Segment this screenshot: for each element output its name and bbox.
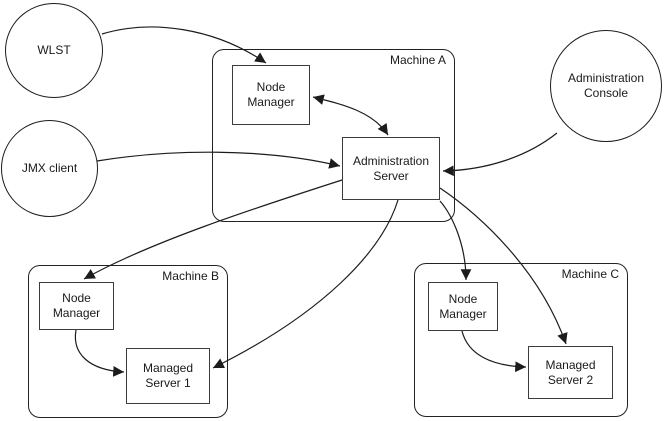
- machine-b-label: Machine B: [162, 269, 219, 283]
- managed-server-2-label: Managed Server 2: [545, 357, 596, 387]
- jmx-client-shape: JMX client: [1, 120, 98, 217]
- admin-console-label: Administration Console: [567, 71, 645, 100]
- admin-console-shape: Administration Console: [550, 30, 662, 142]
- node-manager-a-box: Node Manager: [232, 65, 310, 125]
- node-manager-c-label: Node Manager: [439, 291, 487, 321]
- admin-server-box: Administration Server: [342, 137, 440, 200]
- admin-server-label: Administration Server: [352, 153, 430, 183]
- node-manager-a-label: Node Manager: [247, 80, 295, 109]
- node-manager-b-box: Node Manager: [39, 282, 114, 330]
- machine-c-label: Machine C: [561, 267, 619, 281]
- arrow-admin-console-to-admin-server: [442, 132, 558, 177]
- node-manager-b-label: Node Manager: [52, 291, 101, 320]
- machine-a-label: Machine A: [389, 53, 446, 67]
- arrow-admin-server-to-managed-server-1: [212, 199, 399, 369]
- wlst-label: WLST: [37, 43, 71, 57]
- managed-server-2-box: Managed Server 2: [528, 346, 613, 399]
- node-manager-c-box: Node Manager: [428, 282, 498, 331]
- managed-server-1-box: Managed Server 1: [126, 348, 210, 404]
- managed-server-1-label: Managed Server 1: [142, 361, 194, 390]
- wlst-client-shape: WLST: [5, 3, 103, 98]
- jmx-client-label: JMX client: [21, 161, 78, 175]
